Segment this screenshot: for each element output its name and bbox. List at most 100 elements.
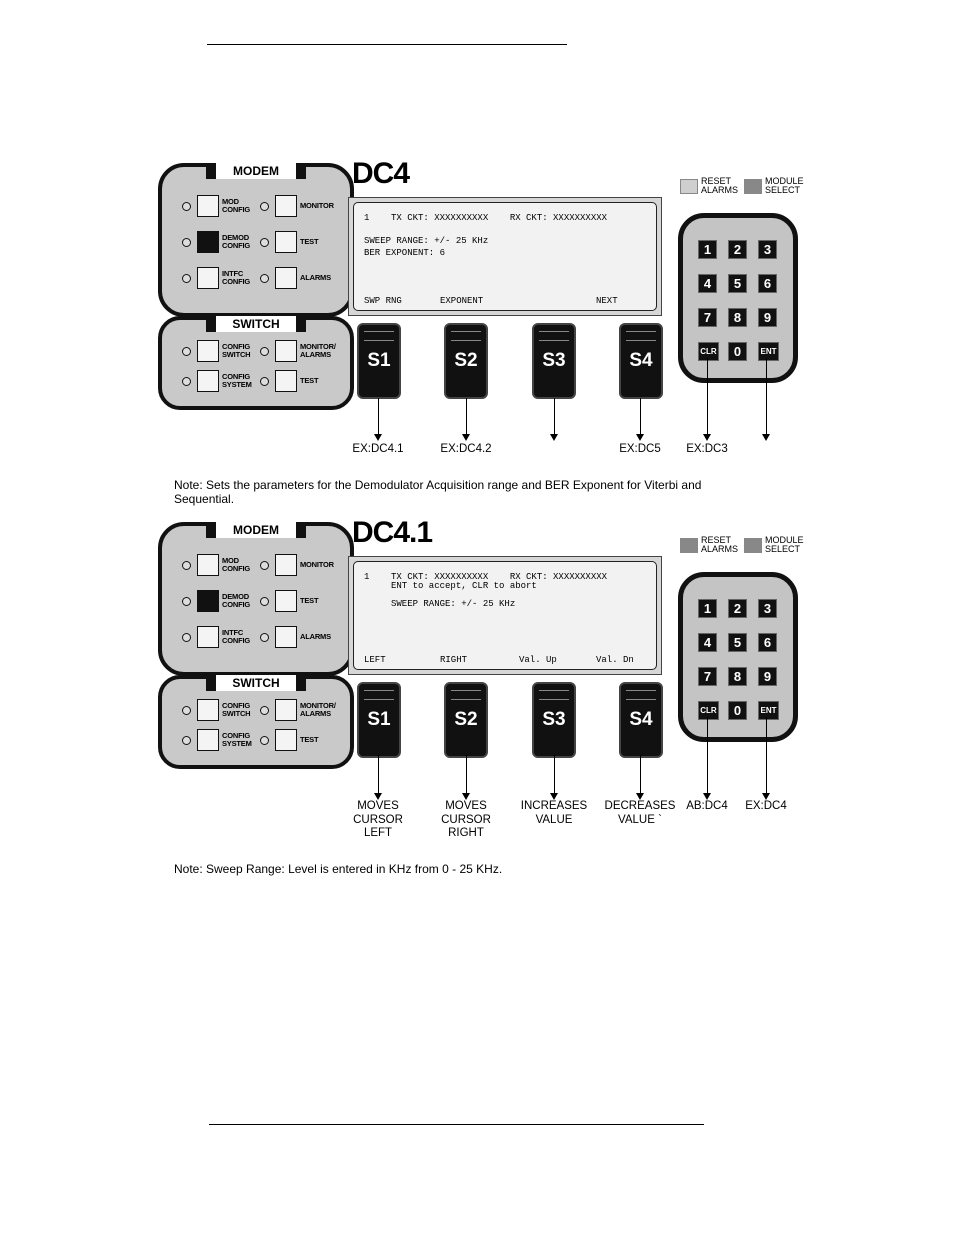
keypad-key-1[interactable]: 1: [698, 599, 717, 618]
modem-button-monitor[interactable]: MONITOR: [260, 195, 338, 217]
softkey-s4[interactable]: S4: [619, 323, 663, 399]
modem-button-intfc-config[interactable]: INTFC CONFIG: [182, 267, 260, 289]
switch-button-config-system[interactable]: CONFIG SYSTEM: [182, 370, 262, 392]
keypad-key-2[interactable]: 2: [728, 599, 747, 618]
arrow-down-icon: [762, 793, 770, 800]
indicator-led: [182, 560, 191, 570]
keypad-key-9[interactable]: 9: [758, 667, 777, 686]
button-key[interactable]: [275, 195, 297, 217]
modem-button-alarms[interactable]: ALARMS: [260, 267, 338, 289]
lcd-softkey-label: SWP RNG: [364, 296, 402, 306]
modem-button-demod-config[interactable]: DEMOD CONFIG: [182, 590, 260, 612]
keypad-key-0[interactable]: 0: [728, 342, 747, 361]
keypad-key-3[interactable]: 3: [758, 599, 777, 618]
module-swatch-icon: [744, 537, 762, 553]
keypad-key-clr[interactable]: CLR: [698, 342, 719, 361]
button-key[interactable]: [275, 340, 297, 362]
button-key[interactable]: [197, 267, 219, 289]
keypad-key-ent[interactable]: ENT: [758, 701, 779, 720]
keypad-key-8[interactable]: 8: [728, 667, 747, 686]
keypad-key-4[interactable]: 4: [698, 633, 717, 652]
keypad-key-1[interactable]: 1: [698, 240, 717, 259]
modem-button-test[interactable]: TEST: [260, 231, 338, 253]
softkey-s3[interactable]: S3: [532, 323, 576, 399]
button-key[interactable]: [197, 699, 219, 721]
button-key[interactable]: [275, 626, 297, 648]
arrow-caption: MOVES CURSOR RIGHT: [441, 800, 491, 839]
modem-button-alarms[interactable]: ALARMS: [260, 626, 338, 648]
button-label: MONITOR/ ALARMS: [300, 342, 336, 359]
switch-title: SWITCH: [206, 675, 306, 691]
button-label: MONITOR: [300, 560, 334, 569]
keypad-key-0[interactable]: 0: [728, 701, 747, 720]
modem-button-demod-config[interactable]: DEMOD CONFIG: [182, 231, 260, 253]
arrow-caption: EX:DC4: [745, 800, 787, 812]
softkey-s4[interactable]: S4: [619, 682, 663, 758]
arrow-line: [766, 358, 767, 434]
button-key[interactable]: [197, 554, 219, 576]
softkey-s2[interactable]: S2: [444, 323, 488, 399]
keypad-key-9[interactable]: 9: [758, 308, 777, 327]
switch-button-monitor-alarms[interactable]: MONITOR/ ALARMS: [260, 699, 340, 721]
keypad-key-7[interactable]: 7: [698, 667, 717, 686]
note-text: Note: Sets the parameters for the Demodu…: [174, 478, 702, 506]
arrow-down-icon: [462, 793, 470, 800]
keypad-key-8[interactable]: 8: [728, 308, 747, 327]
switch-button-test[interactable]: TEST: [260, 729, 340, 751]
button-label: INTFC CONFIG: [222, 269, 250, 286]
keypad-key-3[interactable]: 3: [758, 240, 777, 259]
modem-button-monitor[interactable]: MONITOR: [260, 554, 338, 576]
module-select-legend: MODULE SELECT: [744, 177, 809, 195]
keypad-key-2[interactable]: 2: [728, 240, 747, 259]
switch-button-config-switch[interactable]: CONFIG SWITCH: [182, 340, 262, 362]
button-key[interactable]: [197, 626, 219, 648]
softkey-s1[interactable]: S1: [357, 323, 401, 399]
keypad-key-ent[interactable]: ENT: [758, 342, 779, 361]
button-key[interactable]: [197, 340, 219, 362]
button-key[interactable]: [275, 370, 297, 392]
keypad-key-4[interactable]: 4: [698, 274, 717, 293]
softkey-s2[interactable]: S2: [444, 682, 488, 758]
keypad-key-5[interactable]: 5: [728, 274, 747, 293]
button-key[interactable]: [197, 370, 219, 392]
indicator-led: [260, 632, 269, 642]
button-key[interactable]: [197, 729, 219, 751]
arrow-line: [640, 398, 641, 434]
keypad-key-5[interactable]: 5: [728, 633, 747, 652]
button-key[interactable]: [197, 590, 219, 612]
button-key[interactable]: [275, 231, 297, 253]
arrow-line: [707, 717, 708, 793]
keypad-key-6[interactable]: 6: [758, 633, 777, 652]
indicator-led: [260, 376, 269, 386]
switch-button-config-system[interactable]: CONFIG SYSTEM: [182, 729, 262, 751]
button-key[interactable]: [197, 231, 219, 253]
arrow-caption: EX:DC5: [619, 443, 661, 455]
softkey-s1[interactable]: S1: [357, 682, 401, 758]
softkey-s3[interactable]: S3: [532, 682, 576, 758]
button-key[interactable]: [275, 554, 297, 576]
indicator-led: [260, 201, 269, 211]
button-key[interactable]: [197, 195, 219, 217]
button-key[interactable]: [275, 267, 297, 289]
switch-button-config-switch[interactable]: CONFIG SWITCH: [182, 699, 262, 721]
screen-title: DC4: [352, 157, 410, 190]
modem-button-mod-config[interactable]: MOD CONFIG: [182, 554, 260, 576]
button-key[interactable]: [275, 729, 297, 751]
button-label: TEST: [300, 596, 319, 605]
modem-button-mod-config[interactable]: MOD CONFIG: [182, 195, 260, 217]
indicator-led: [182, 346, 191, 356]
keypad-key-6[interactable]: 6: [758, 274, 777, 293]
keypad-key-clr[interactable]: CLR: [698, 701, 719, 720]
switch-button-test[interactable]: TEST: [260, 370, 340, 392]
modem-button-intfc-config[interactable]: INTFC CONFIG: [182, 626, 260, 648]
lcd-softkey-label: Val. Up: [519, 655, 557, 665]
modem-button-test[interactable]: TEST: [260, 590, 338, 612]
keypad-key-7[interactable]: 7: [698, 308, 717, 327]
button-key[interactable]: [275, 590, 297, 612]
switch-button-monitor-alarms[interactable]: MONITOR/ ALARMS: [260, 340, 340, 362]
reset-alarms-label: RESET ALARMS: [701, 176, 739, 195]
button-key[interactable]: [275, 699, 297, 721]
